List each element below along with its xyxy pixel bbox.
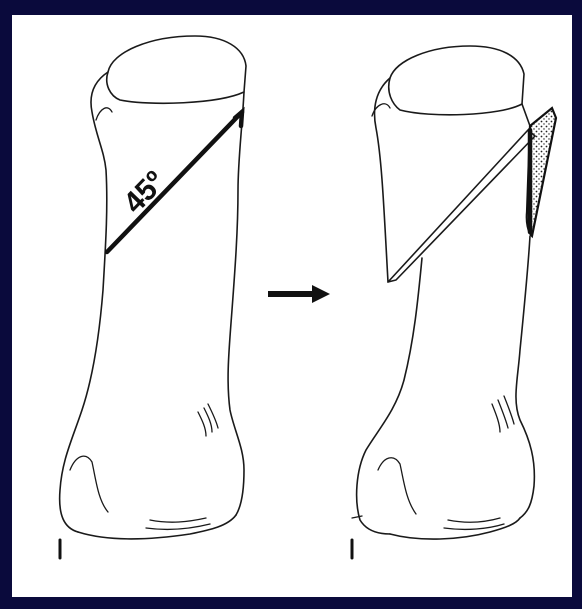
bone-after [352,46,556,558]
bone-head-after [389,46,524,115]
bone-right-outline-before [228,92,244,515]
angle-label: 45º [117,165,172,220]
displaced-wedge [388,130,535,282]
bone-before: 45º [60,36,246,558]
osteotomy-tip [235,112,242,126]
bone-head-before [107,36,246,103]
bone-left-outline-before [60,72,108,532]
bone-base-before [78,515,236,539]
right-arrow-icon [268,285,330,303]
bone-left-outline-upper-after [375,78,390,282]
bone-detail-after [352,104,514,530]
bone-left-outline-lower-after [357,258,422,534]
osteotomy-line [107,112,242,252]
